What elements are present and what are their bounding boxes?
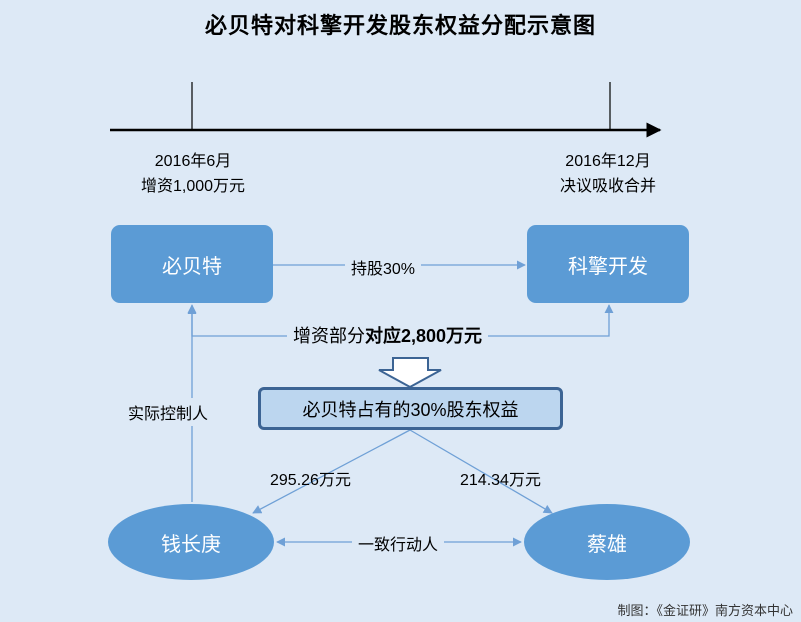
increase-label: 增资部分对应2,800万元	[287, 322, 489, 348]
down-hollow-arrow	[378, 357, 442, 389]
controller-label: 实际控制人	[128, 398, 209, 426]
timeline-right-date: 2016年12月	[565, 153, 651, 170]
credit-text: 制图：《金证研》南方资本中心	[617, 603, 793, 618]
node-keqing: 科擎开发	[527, 225, 689, 303]
node-qian: 钱长庚	[108, 504, 274, 580]
increase-label-prefix: 增资部分	[293, 326, 365, 346]
qian-value-label: 295.26万元	[270, 472, 351, 489]
holding-label: 持股30%	[345, 255, 422, 279]
increase-label-amount: 对应2,800万元	[365, 326, 483, 346]
timeline-right-label: 2016年12月 决议吸收合并	[528, 149, 688, 199]
node-cai: 蔡雄	[524, 504, 690, 580]
split-arrow-qian	[252, 429, 411, 514]
equity-highlight-box: 必贝特占有的30%股东权益	[258, 387, 563, 430]
diagram-title: 必贝特对科擎开发股东权益分配示意图	[204, 13, 596, 38]
timeline-left-date: 2016年6月	[154, 153, 232, 170]
cai-value-label: 214.34万元	[460, 472, 541, 489]
timeline-left-event: 增资1,000万元	[140, 178, 246, 195]
split-arrow-cai	[409, 429, 553, 514]
timeline-left-label: 2016年6月 增资1,000万元	[113, 149, 273, 199]
concert-label: 一致行动人	[352, 531, 445, 555]
node-bibeite: 必贝特	[111, 225, 273, 303]
timeline-right-event: 决议吸收合并	[559, 178, 656, 195]
